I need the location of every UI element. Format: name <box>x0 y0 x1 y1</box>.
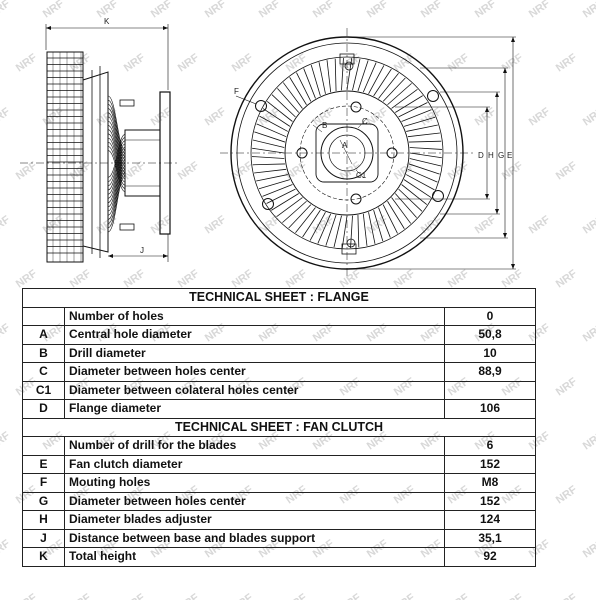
section-header-row: TECHNICAL SHEET : FLANGE <box>22 288 536 308</box>
side-view <box>20 24 180 263</box>
label-e: E <box>507 151 512 160</box>
watermark-text: NRF <box>554 375 580 398</box>
row-label: Total height <box>64 547 445 567</box>
label-d: D <box>478 151 484 160</box>
watermark-text: NRF <box>0 537 12 560</box>
row-label: Diameter between colateral holes center <box>64 380 445 400</box>
row-value: 0 <box>444 306 536 326</box>
row-label: Fan clutch diameter <box>64 454 445 474</box>
watermark-text: NRF <box>392 591 418 600</box>
label-f: F <box>234 87 239 96</box>
front-view <box>220 28 475 278</box>
watermark-text: NRF <box>230 591 256 600</box>
row-code <box>22 306 65 326</box>
watermark-text: NRF <box>554 483 580 506</box>
label-h: H <box>488 151 494 160</box>
row-label: Central hole diameter <box>64 325 445 345</box>
label-j: J <box>140 246 144 255</box>
watermark-text: NRF <box>581 537 596 560</box>
row-value: 152 <box>444 491 536 511</box>
row-code: D <box>22 399 65 419</box>
watermark-text: NRF <box>284 591 310 600</box>
watermark-text: NRF <box>176 591 202 600</box>
row-label: Distance between base and blades support <box>64 528 445 548</box>
row-value: 106 <box>444 399 536 419</box>
label-c1: C1 <box>356 171 367 180</box>
right-dimensions <box>350 36 516 270</box>
watermark-text: NRF <box>500 591 526 600</box>
watermark-text: NRF <box>122 591 148 600</box>
row-code: B <box>22 343 65 363</box>
row-value: 152 <box>444 454 536 474</box>
label-b: B <box>322 121 327 130</box>
row-label: Drill diameter <box>64 343 445 363</box>
row-value: 92 <box>444 547 536 567</box>
label-g: G <box>498 151 504 160</box>
row-code: H <box>22 510 65 530</box>
row-label: Mouting holes <box>64 473 445 493</box>
row-value: M8 <box>444 473 536 493</box>
row-label: Diameter between holes center <box>64 362 445 382</box>
watermark-text: NRF <box>338 591 364 600</box>
row-code: C <box>22 362 65 382</box>
row-label: Diameter between holes center <box>64 491 445 511</box>
row-code: C1 <box>22 380 65 400</box>
row-code: J <box>22 528 65 548</box>
watermark-text: NRF <box>581 429 596 452</box>
label-a: A <box>342 141 348 150</box>
watermark-text: NRF <box>0 321 12 344</box>
section-title: TECHNICAL SHEET : FAN CLUTCH <box>22 417 536 437</box>
technical-drawing: K J F B C A C1 D H G E <box>20 17 516 278</box>
row-code: K <box>22 547 65 567</box>
row-code: G <box>22 491 65 511</box>
watermark-text: NRF <box>554 591 580 600</box>
row-value: 6 <box>444 436 536 456</box>
row-label: Flange diameter <box>64 399 445 419</box>
row-value: 50,8 <box>444 325 536 345</box>
section-header-row: TECHNICAL SHEET : FAN CLUTCH <box>22 417 536 437</box>
watermark-text: NRF <box>0 429 12 452</box>
row-label: Number of drill for the blades <box>64 436 445 456</box>
watermark-text: NRF <box>581 321 596 344</box>
row-code <box>22 436 65 456</box>
row-value: 35,1 <box>444 528 536 548</box>
row-value: 124 <box>444 510 536 530</box>
label-k: K <box>104 17 110 26</box>
section-title: TECHNICAL SHEET : FLANGE <box>22 288 536 308</box>
row-code: E <box>22 454 65 474</box>
watermark-text: NRF <box>68 591 94 600</box>
row-value: 10 <box>444 343 536 363</box>
row-value <box>444 380 536 400</box>
watermark-text: NRF <box>14 591 40 600</box>
row-label: Number of holes <box>64 306 445 326</box>
row-code: F <box>22 473 65 493</box>
watermark-text: NRF <box>446 591 472 600</box>
label-c-top: C <box>362 117 368 126</box>
row-value: 88,9 <box>444 362 536 382</box>
row-label: Diameter blades adjuster <box>64 510 445 530</box>
row-code: A <box>22 325 65 345</box>
